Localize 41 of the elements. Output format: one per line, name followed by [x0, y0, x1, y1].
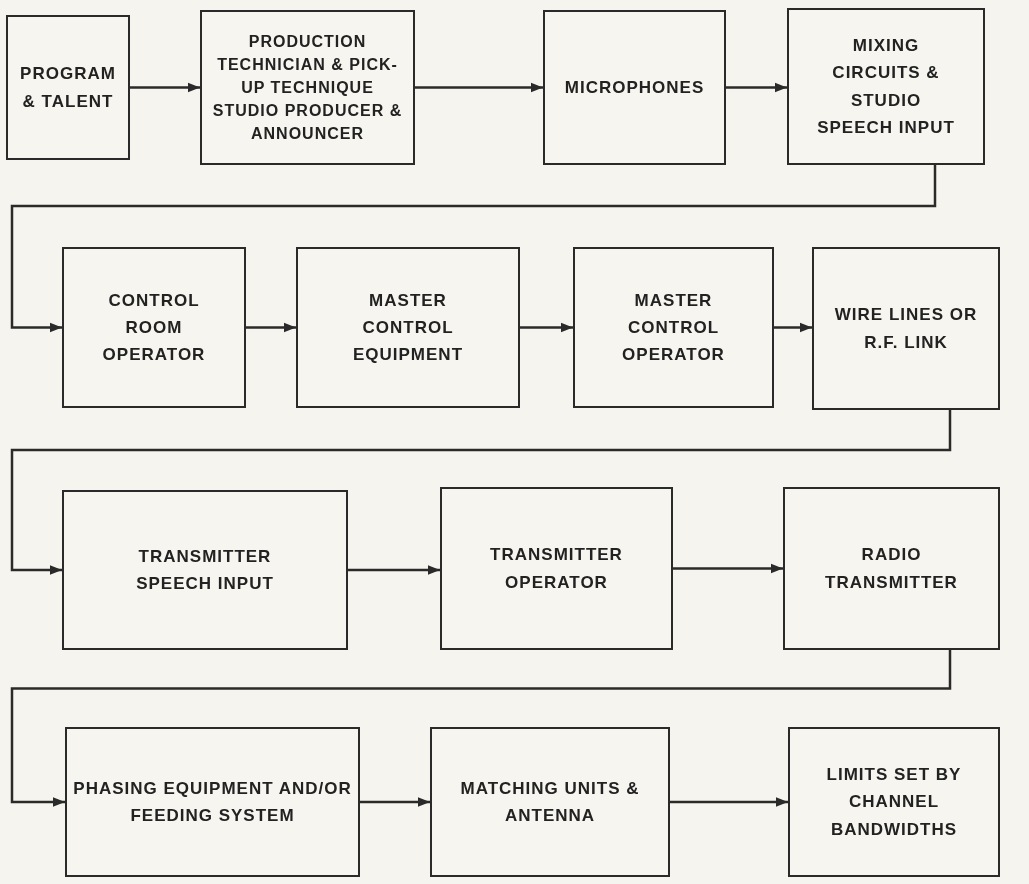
process-box [62, 490, 348, 650]
box-label: CONTROL ROOM OPERATOR [101, 289, 207, 367]
process-box [440, 487, 673, 650]
arrow [673, 563, 783, 574]
process-box [543, 10, 726, 165]
arrow [415, 82, 543, 93]
process-box [62, 247, 246, 408]
box-label: MICROPHONES [564, 76, 705, 99]
box-label: PROGRAM & TALENT [19, 63, 117, 113]
arrow [520, 322, 573, 333]
arrow [348, 565, 440, 575]
process-box [812, 247, 1000, 410]
arrow [726, 82, 787, 93]
process-box [430, 727, 670, 877]
process-box [6, 15, 130, 160]
box-label: PRODUCTION TECHNICIAN & PICK-UP TECHNIQUE STUDIO PRODUCER & ANNOUNCER [211, 31, 404, 145]
arrow [774, 322, 812, 333]
arrow [670, 797, 788, 807]
box-label: MIXING CIRCUITS & STUDIO SPEECH INPUT [816, 35, 956, 139]
process-box [296, 247, 520, 408]
arrow [10, 650, 952, 807]
box-label: MATCHING UNITS & ANTENNA [459, 777, 641, 827]
arrow [10, 165, 937, 333]
process-box [65, 727, 360, 877]
box-label: PHASING EQUIPMENT AND/OR FEEDING SYSTEM [73, 777, 352, 827]
process-box [788, 727, 1000, 877]
process-box [787, 8, 985, 165]
process-box [783, 487, 1000, 650]
process-box [573, 247, 774, 408]
box-label: WIRE LINES OR R.F. LINK [833, 304, 979, 354]
arrow [360, 797, 430, 807]
box-label: TRANSMITTER SPEECH INPUT [135, 545, 275, 595]
box-label: LIMITS SET BY CHANNEL BANDWIDTHS [825, 764, 963, 841]
box-label: MASTER CONTROL OPERATOR [621, 289, 726, 367]
box-label: TRANSMITTER OPERATOR [489, 544, 624, 594]
arrow [246, 322, 296, 333]
process-box [200, 10, 415, 165]
box-label: RADIO TRANSMITTER [824, 544, 959, 594]
arrow [130, 82, 200, 93]
arrow [10, 410, 952, 575]
box-label: MASTER CONTROL EQUIPMENT [351, 289, 465, 367]
